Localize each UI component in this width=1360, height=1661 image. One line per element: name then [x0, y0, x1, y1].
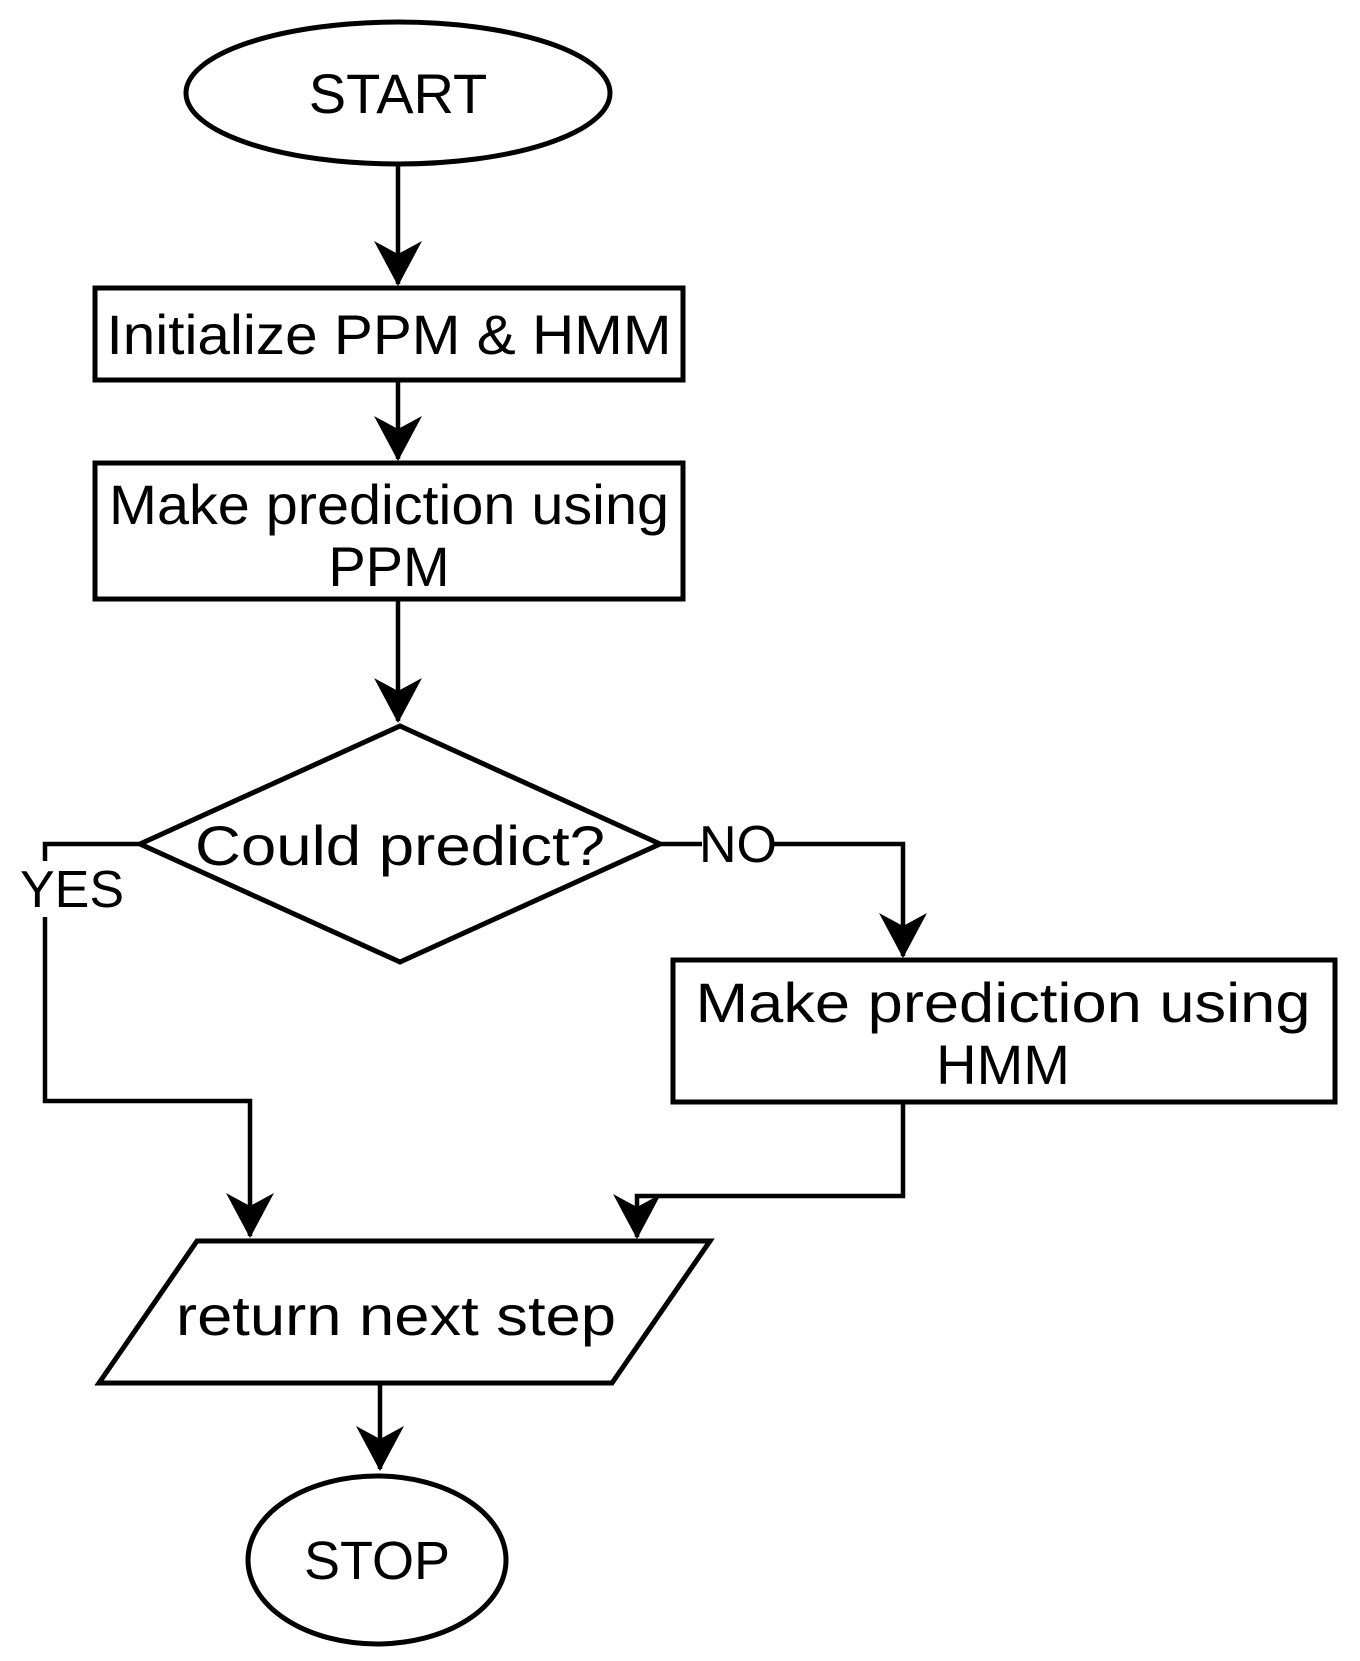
predict-hmm-label-line1: Make prediction using	[696, 971, 1311, 1034]
edge-decision-yes-to-return	[42, 841, 274, 1238]
init-label: Initialize PPM & HMM	[107, 303, 672, 366]
could-predict-label: Could predict?	[195, 814, 605, 877]
no-label-background	[702, 820, 774, 870]
yes-branch-label: YES	[20, 861, 124, 919]
return-step-node: return next step	[94, 1238, 715, 1386]
stop-label: STOP	[304, 1531, 450, 1591]
predict-ppm-label-line1: Make prediction using	[109, 473, 669, 536]
no-branch-label: NO	[699, 816, 777, 874]
could-predict-decision-shape	[133, 723, 667, 965]
edge-decision-no-to-predict-hmm	[660, 841, 927, 958]
could-predict-node: Could predict?	[133, 723, 667, 965]
return-step-io-shape	[94, 1238, 715, 1386]
start-label: START	[309, 62, 487, 125]
predict-ppm-node: Make prediction using PPM	[92, 460, 686, 602]
stop-node: STOP	[245, 1473, 509, 1647]
start-node: START	[183, 19, 613, 167]
no-branch: NO	[699, 816, 777, 874]
edge-predict-hmm-to-return	[613, 1103, 906, 1239]
predict-ppm-label-line2: PPM	[328, 535, 449, 598]
init-process-shape	[92, 285, 686, 383]
yes-label-background	[6, 861, 138, 917]
predict-hmm-node: Make prediction using HMM	[670, 957, 1338, 1105]
start-terminator-shape	[183, 19, 613, 167]
stop-terminator-shape	[245, 1473, 509, 1647]
yes-branch: YES	[6, 861, 138, 919]
return-step-label: return next step	[176, 1284, 616, 1347]
predict-hmm-label-line2: HMM	[936, 1033, 1070, 1096]
predict-ppm-process-shape	[92, 460, 686, 602]
predict-hmm-process-shape	[670, 957, 1338, 1105]
init-node: Initialize PPM & HMM	[92, 285, 686, 383]
